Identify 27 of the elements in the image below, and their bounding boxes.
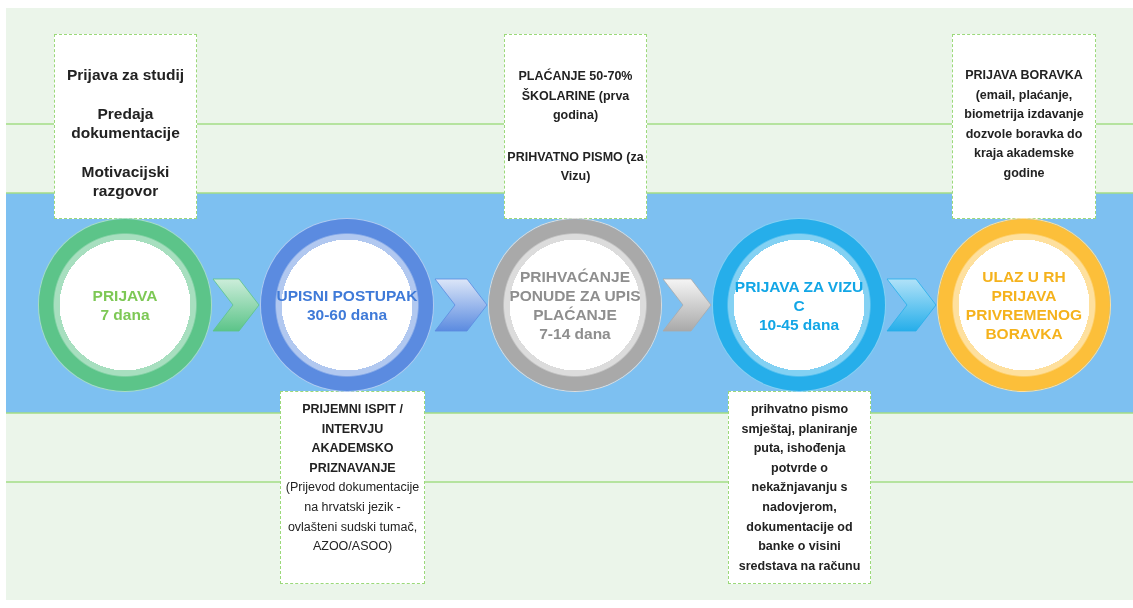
step-title: PRIHVAĆANJE PONUDE ZA UPIS PLAĆANJE [508, 267, 642, 324]
step-title: PRIJAVA ZA VIZU C [733, 276, 865, 315]
note-text: PRIHVATNO PISMO (za Vizu) [507, 148, 644, 185]
note-text: Motivacijski razgovor [80, 162, 171, 200]
note-text: (Prijevod dokumentacije na hrvatski jezik - ovlašteni sudski tumač, AZOO/ASOO) [284, 479, 421, 556]
chevron-arrow [434, 278, 488, 332]
step-title: UPISNI POSTUPAK [276, 286, 418, 305]
note-text: prihvatno pismo smještaj, planiranje puta, ishođenja potvrde o nekažnjavanju s nadovjerom, dokumentacije od banke o visini sredstava na računu [737, 401, 862, 575]
note-text: Prijava za studij [65, 65, 186, 84]
step-duration: 30-60 dana [306, 305, 388, 324]
chevron-arrow [662, 278, 712, 332]
note-box [54, 34, 197, 219]
step-title: ULAZ U RH PRIJAVA PRIVREMENOG BORAVKA [964, 267, 1084, 343]
chevron-arrow [886, 278, 937, 332]
step-duration: 7-14 dana [539, 324, 611, 343]
step-duration: 10-45 dana [758, 314, 840, 334]
note-box [952, 34, 1096, 219]
step-title: PRIJAVA [92, 286, 158, 305]
note-box [728, 391, 871, 584]
note-box [504, 34, 647, 219]
note-text: Predaja dokumentacije [70, 104, 181, 142]
note-text: PRIJEMNI ISPIT / INTERVJU AKADEMSKO PRIZNAVANJE [301, 401, 404, 477]
step-duration: 7 dana [100, 305, 150, 324]
note-text: PRIJAVA BORAVKA (email, plaćanje, biometrija izdavanje dozvole boravka do kraja akademske godine [963, 67, 1085, 182]
chevron-arrow [212, 278, 260, 332]
note-text: PLAĆANJE 50-70% ŠKOLARINE (prva godina) [517, 67, 634, 124]
note-box [280, 391, 425, 584]
